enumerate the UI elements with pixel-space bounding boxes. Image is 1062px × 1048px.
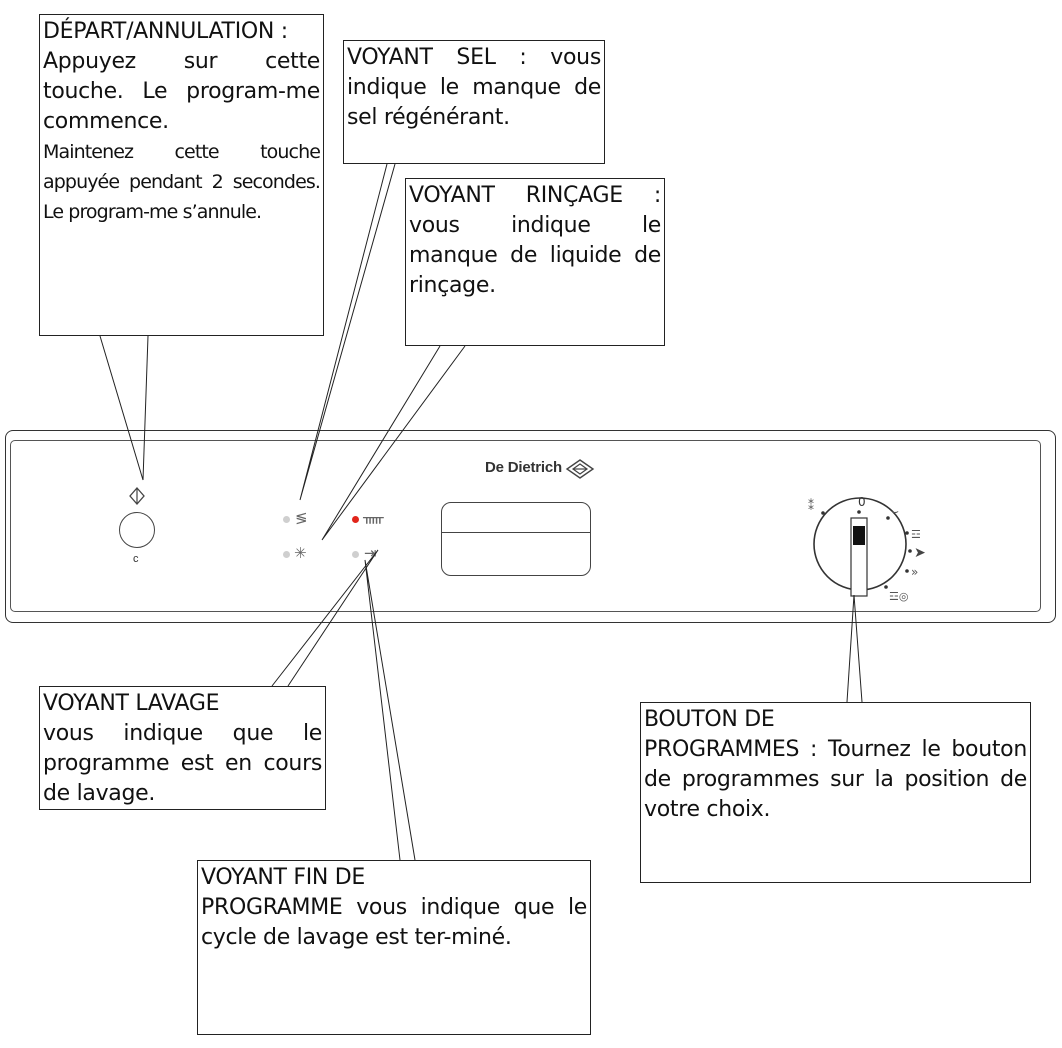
dishwasher-panel-inner — [10, 440, 1041, 612]
quick-icon: » — [911, 565, 918, 579]
callout-lavage-text: vous indique que le programme est en cou… — [43, 721, 322, 806]
callout-fin-text: PROGRAMME vous indique que le cycle de l… — [201, 895, 587, 950]
intensive-icon: ⌣ — [891, 504, 899, 518]
brand-logo-icon — [565, 459, 595, 479]
callout-bouton-text: BOUTON DE PROGRAMMES : Tournez le bouton… — [644, 707, 1027, 822]
callout-depart-text-1: Appuyez sur cette touche. Le program-me … — [43, 49, 320, 134]
program-selector[interactable]: 0 ⁑ ⌣ ☲ ➤ » ☲◎ — [770, 440, 970, 620]
callout-lavage-title: VOYANT LAVAGE — [43, 691, 220, 716]
callout-sel-text: VOYANT SEL : vous indique le manque de s… — [347, 45, 601, 130]
callout-voyant-fin: VOYANT FIN DE PROGRAMME vous indique que… — [197, 860, 591, 1035]
callout-fin-title: VOYANT FIN DE — [201, 865, 365, 890]
salt-icon: ≶ — [295, 509, 308, 527]
indicator-rincage-light — [283, 551, 290, 558]
prewash-icon: ⁑ — [808, 498, 814, 513]
rinse-aid-icon: ✳ — [294, 544, 307, 562]
callout-bouton-programmes: BOUTON DE PROGRAMMES : Tournez le bouton… — [640, 702, 1031, 883]
start-stop-icon — [129, 487, 145, 505]
delicate-icon: ☲◎ — [889, 590, 908, 603]
indicator-sel-light — [283, 516, 290, 523]
start-cancel-button[interactable] — [119, 512, 155, 548]
start-button-letter: c — [133, 553, 139, 565]
display-window — [441, 502, 591, 576]
callout-depart-title: DÉPART/ANNULATION : — [43, 19, 288, 44]
callout-voyant-lavage: VOYANT LAVAGE vous indique que le progra… — [39, 686, 326, 810]
callout-depart-text-2: Maintenez cette touche appuyée pendant 2… — [43, 141, 321, 223]
indicator-fin-light — [352, 551, 359, 558]
brand-name: De Dietrich — [485, 459, 562, 476]
callout-voyant-sel: VOYANT SEL : vous indique le manque de s… — [343, 40, 605, 164]
wash-icon: ᚅ — [363, 508, 384, 526]
knob-zero-label: 0 — [858, 495, 866, 509]
callout-rincage-text: VOYANT RINÇAGE : vous indique le manque … — [409, 183, 661, 298]
end-icon: ⇥ — [364, 544, 377, 562]
indicator-lavage-light — [352, 516, 359, 523]
eco-icon: ➤ — [914, 545, 926, 561]
callout-depart-annulation: DÉPART/ANNULATION : Appuyez sur cette to… — [39, 14, 324, 336]
display-divider — [442, 532, 590, 533]
callout-voyant-rincage: VOYANT RINÇAGE : vous indique le manque … — [405, 178, 665, 346]
knob-pointer — [853, 526, 865, 545]
normal-icon: ☲ — [911, 528, 921, 541]
